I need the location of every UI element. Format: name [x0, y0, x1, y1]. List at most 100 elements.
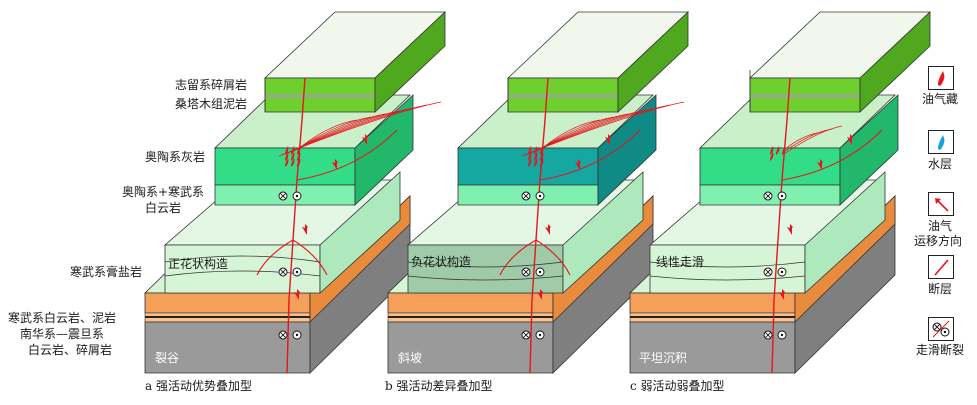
block-b-oil-pool-0: [528, 146, 532, 155]
block-c-gypsum-side: [804, 171, 886, 294]
block-a-oil-pool-1: [291, 146, 295, 155]
fault-line-icon: [934, 259, 949, 276]
block-b-migration-arrow-2: [575, 159, 581, 170]
label-ordo-cambrian-line2: 白云岩: [145, 201, 182, 215]
block-a-strike-slip-symbol-2: [278, 330, 302, 340]
block-c-back-fault: [781, 129, 883, 181]
block-a-migration-arrow-2: [332, 159, 338, 170]
block-c-oil-pool-1: [776, 146, 780, 155]
setting-label-b: 斜坡: [398, 351, 423, 365]
strike-slip-icon: [932, 320, 950, 338]
label-basement-line1: 寒武系白云岩、泥岩: [8, 311, 117, 325]
block-c-oil-pool-0: [770, 146, 774, 155]
block-b-migration-arrow-1: [545, 224, 551, 235]
block-a-oil-pool-4: [291, 152, 295, 161]
structure-label-a: 正花状构造: [168, 257, 229, 271]
block-c-migration-arrow-2: [817, 159, 823, 170]
block-c-gypsum-bed-2: [649, 275, 806, 281]
block-a-oil-pool-0: [285, 146, 289, 155]
block-b-oil-pool-8: [540, 158, 544, 167]
block-a-migration-arrow-0: [294, 289, 300, 300]
block-a-oil-pool-6: [285, 158, 289, 167]
block-a-strike-slip-symbol-1: [278, 267, 302, 277]
block-c-orange-front: [629, 292, 796, 314]
block-a-oil-pool-8: [297, 158, 301, 167]
legend-fault-label: 断层: [928, 282, 953, 296]
block-c-oil-pool-2: [782, 146, 786, 155]
block-c-migration-arrow-0: [779, 289, 785, 300]
block-b-oil-pool-1: [534, 146, 538, 155]
block-b-migration-arrow-0: [537, 289, 543, 300]
legend-migration-label-1: 油气: [928, 219, 953, 233]
migration-arrow-icon: [935, 198, 949, 212]
block-b-oil-pool-4: [534, 152, 538, 161]
label-ordovician-limestone: 奥陶系灰岩: [145, 150, 206, 164]
block-a-strike-slip-symbol-0: [278, 191, 302, 201]
block-a-fracture-6: [278, 101, 442, 157]
block-a-oil-pool-2: [297, 146, 301, 155]
block-c-limestone-front: [699, 147, 841, 186]
block-a-silurian-side: [374, 11, 446, 113]
legend-migration-swatch: [928, 192, 954, 216]
legend-fault-swatch: [928, 255, 954, 279]
block-a-oil-pool-3: [285, 152, 289, 161]
block-a-gypsum-bed-1: [164, 255, 321, 263]
legend-oil-swatch: [928, 66, 954, 90]
block-b-splay-fault-right: [535, 239, 571, 276]
legend-strike-slip-label: 走滑断裂: [916, 343, 965, 357]
block-a-oil-pool-7: [291, 158, 295, 167]
label-ordo-cambrian-line1: 奥陶系+寒武系: [122, 185, 205, 199]
label-sangtamu: 桑塔木组泥岩: [175, 97, 248, 111]
block-b-gypsum-bed-2: [407, 275, 564, 281]
block-b-gypsum-side: [562, 171, 644, 294]
block-b-oil-pool-7: [534, 158, 538, 167]
block-c-oil-pool-3: [770, 152, 774, 161]
block-b-splay-fault-left: [499, 239, 537, 276]
structure-label-b: 负花状构造: [411, 255, 472, 269]
block-a-gypsum-bed-2: [164, 270, 321, 277]
block-b-strike-slip-symbol-0: [521, 191, 545, 201]
block-a-migration-arrow-3: [362, 134, 368, 145]
block-a-main-fault: [286, 77, 306, 374]
block-b-oil-pool-6: [528, 158, 532, 167]
block-a-gypsum-side: [319, 171, 401, 294]
caption-c: c 弱活动弱叠加型: [630, 379, 725, 393]
block-b-oil-pool-5: [540, 152, 544, 161]
water-layer-icon: [938, 135, 945, 150]
block-a-orange-front: [144, 292, 311, 314]
block-b-main-fault: [529, 77, 549, 374]
block-b-strike-slip-symbol-1: [521, 267, 545, 277]
block-a-splay-fault-right: [292, 239, 328, 276]
block-c-silurian-side: [859, 11, 931, 113]
block-c-migration-arrow-1: [787, 224, 793, 235]
block-c-gypsum-bed-1: [649, 261, 806, 268]
block-b-orange-front: [387, 292, 554, 314]
legend-oil-label: 油气藏: [922, 92, 959, 106]
label-cambrian-gypsum: 寒武系膏盐岩: [70, 265, 143, 279]
block-c-strike-slip-symbol-0: [763, 191, 787, 201]
block-a-migration-arrow-1: [302, 224, 308, 235]
legend-water-label: 水层: [928, 157, 953, 171]
label-basement-line3: 白云岩、碎屑岩: [28, 343, 113, 357]
block-b-silurian-side: [617, 11, 689, 113]
caption-a: a 强活动优势叠加型: [145, 379, 252, 393]
label-basement-line2: 南华系—震旦系: [20, 327, 105, 341]
block-b-limestone-side: [597, 94, 657, 206]
block-b-strike-slip-symbol-2: [521, 330, 545, 340]
block-a-splay-fault-left: [256, 239, 294, 276]
legend-water-swatch: [928, 130, 954, 154]
legend-strike-slip-swatch: [928, 317, 954, 341]
block-a-back-fault: [296, 129, 398, 181]
block-c-strike-slip-symbol-2: [763, 330, 787, 340]
block-b-fracture-6: [521, 101, 685, 157]
block-c-main-fault: [771, 77, 791, 374]
block-c-strike-slip-symbol-1: [763, 267, 787, 277]
structure-label-c: 线性走滑: [656, 255, 705, 269]
block-a-oil-pool-5: [297, 152, 301, 161]
caption-b: b 强活动差异叠加型: [385, 379, 493, 393]
block-b-back-fault: [539, 129, 641, 181]
block-c-limestone-side: [839, 94, 899, 206]
block-b-oil-pool-3: [528, 152, 532, 161]
